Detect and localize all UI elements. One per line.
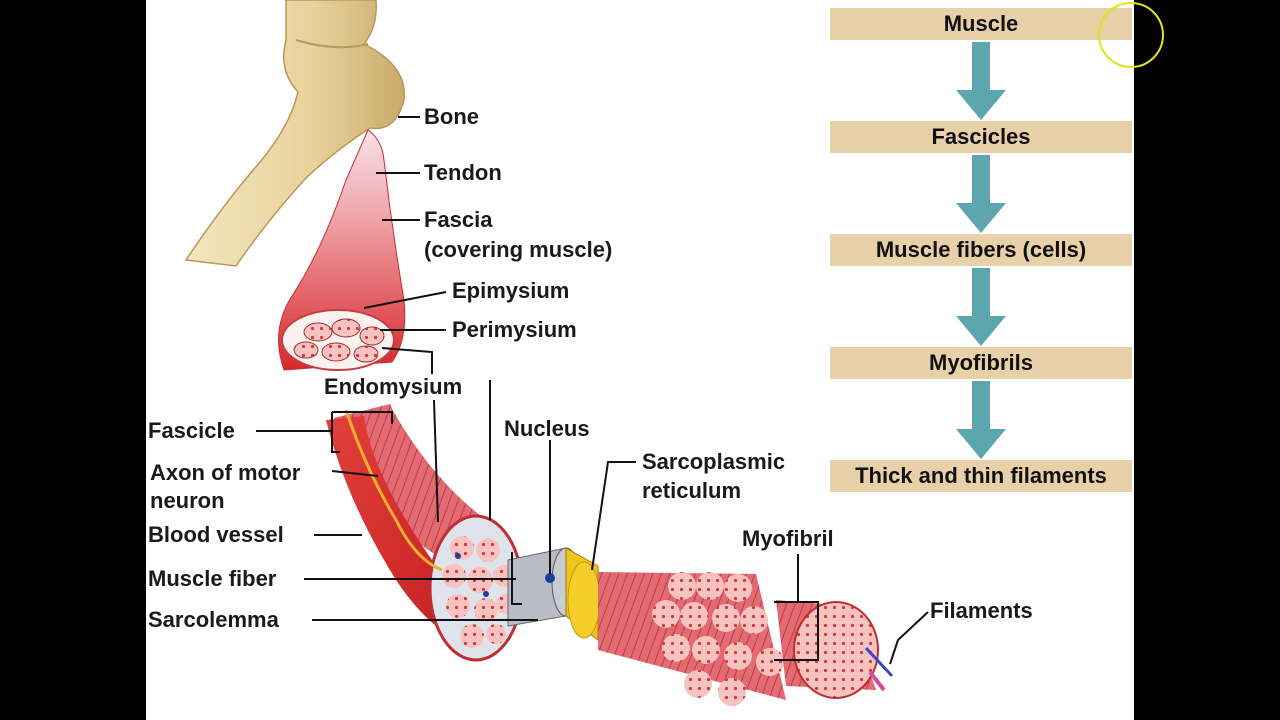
muscle-anatomy-illustration: [184, 0, 929, 706]
muscle-cross-section: [281, 309, 395, 371]
flow-arrow-down-icon: [956, 268, 1006, 346]
label-fascia-note: (covering muscle): [424, 237, 613, 262]
muscle-fiber-shape: [507, 547, 601, 641]
myofibril-bundle-shape: [598, 572, 786, 706]
label-axon-neuron: neuron: [150, 488, 225, 513]
flow-arrow-down-icon: [956, 42, 1006, 120]
flow-box-filaments: Thick and thin filaments: [830, 460, 1132, 492]
label-muscle-fiber: Muscle fiber: [148, 566, 277, 591]
label-tendon: Tendon: [424, 160, 502, 185]
label-myofibril: Myofibril: [742, 526, 834, 551]
flow-box-muscle: Muscle: [830, 8, 1132, 40]
flow-arrow-down-icon: [956, 381, 1006, 459]
flow-box-myofibrils: Myofibrils: [830, 347, 1132, 379]
label-reticulum: reticulum: [642, 478, 742, 503]
label-axon: Axon of motor: [150, 460, 301, 485]
label-epimysium: Epimysium: [452, 278, 570, 303]
label-perimysium: Perimysium: [452, 317, 577, 342]
flow-box-muscle-fibers: Muscle fibers (cells): [830, 234, 1132, 266]
label-nucleus: Nucleus: [504, 416, 590, 441]
slide: Bone Tendon Fascia (covering muscle) Epi…: [146, 0, 1134, 720]
flow-box-fascicles: Fascicles: [830, 121, 1132, 153]
label-fascia: Fascia: [424, 207, 493, 232]
label-sarcoplasmic: Sarcoplasmic: [642, 449, 786, 474]
single-myofibril-shape: [776, 600, 894, 699]
flow-arrow-down-icon: [956, 155, 1006, 233]
label-endomysium: Endomysium: [324, 374, 463, 399]
label-blood-vessel: Blood vessel: [148, 522, 284, 547]
label-fascicle: Fascicle: [148, 418, 235, 443]
label-bone: Bone: [424, 104, 479, 129]
leader-lines: [256, 116, 929, 665]
fascicle-bundle-shape: [334, 404, 486, 560]
label-filaments: Filaments: [930, 598, 1033, 623]
muscle-belly-shape: [278, 129, 406, 371]
label-sarcolemma: Sarcolemma: [148, 607, 279, 632]
cursor-highlight-ring: [1098, 2, 1164, 68]
bone-shape: [184, 0, 406, 267]
